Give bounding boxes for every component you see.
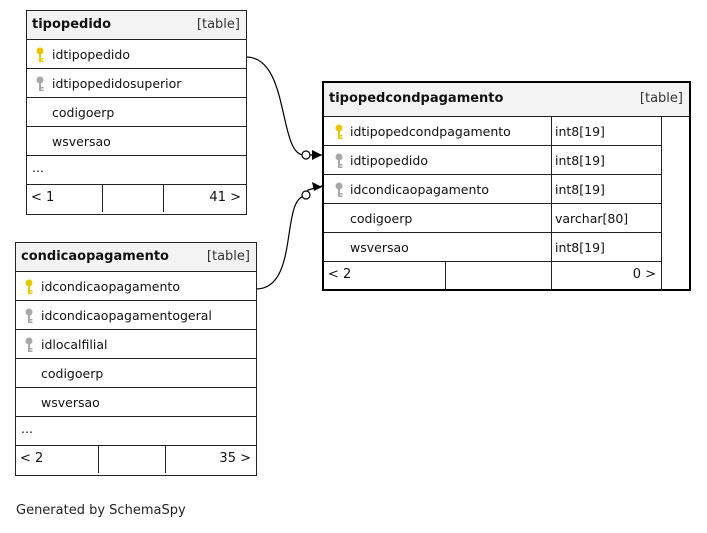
parents-cell[interactable]: < 2 [324,262,445,289]
column-row[interactable]: codigoerp [16,359,256,388]
column-type: int8[19] [555,124,605,139]
column-row[interactable]: idtipopedidosuperior [27,69,246,98]
children-count: 41 > [209,190,241,205]
children-cell[interactable]: 0 > [552,262,661,289]
column-name: idtipopedido [52,47,130,62]
column-name: wsversao [52,134,111,149]
children-count: 0 > [632,267,656,282]
column-row[interactable]: wsversao int8[19] [324,233,661,262]
column-row[interactable]: wsversao [27,127,246,156]
column-name: idtipopedidosuperior [52,76,182,91]
column-row[interactable]: idcondicaopagamentogeral [16,301,256,330]
column-name: codigoerp [350,211,413,226]
column-type: varchar[80] [555,211,629,226]
table-footer: < 1 41 > [27,185,246,212]
type-separator [551,117,552,145]
link-arrowhead [312,150,322,160]
column-name: idcondicaopagamentogeral [41,308,212,323]
column-row[interactable]: idtipopedido int8[19] [324,146,661,175]
table-footer: < 2 35 > [16,446,256,473]
column-name: idlocalfilial [41,337,108,352]
type-separator [551,175,552,203]
column-name: idtipopedcondpagamento [350,124,511,139]
foreign-key-icon [36,76,44,91]
column-row[interactable]: idtipopedcondpagamento int8[19] [324,117,661,146]
link-tipopedido-to-tipopedcondpagamento [245,56,322,156]
column-name: codigoerp [52,105,115,120]
children-count: 35 > [219,451,251,466]
spacer-cell [98,446,166,473]
column-type: int8[19] [555,240,605,255]
foreign-key-icon [25,337,33,352]
parents-cell[interactable]: < 1 [27,185,102,212]
link-arrowhead [312,182,322,191]
link-end-circle [301,150,311,160]
generated-by-label: Generated by SchemaSpy [16,503,186,518]
column-name: idtipopedido [350,153,428,168]
table-kind: [table] [206,249,250,264]
column-type: int8[19] [555,182,605,197]
column-row[interactable]: codigoerp [27,98,246,127]
foreign-key-icon [25,308,33,323]
column-type: int8[19] [555,153,605,168]
link-end-circle [301,190,311,200]
more-columns-row: ... [16,417,256,446]
column-row[interactable]: idtipopedido [27,40,246,69]
column-grid: idtipopedcondpagamento int8[19] idtipope… [324,117,662,291]
spacer-cell [102,185,164,212]
children-cell[interactable]: 41 > [164,185,246,212]
column-row[interactable]: wsversao [16,388,256,417]
foreign-key-icon [335,182,343,197]
type-separator [551,146,552,174]
more-columns: ... [21,421,33,436]
parents-count: < 2 [328,267,352,282]
spacer-cell [445,262,552,289]
column-name: wsversao [41,395,100,410]
table-footer: < 2 0 > [324,262,661,289]
table-name[interactable]: condicaopagamento [21,249,169,264]
key-icon [25,279,33,294]
column-name: wsversao [350,240,409,255]
table-header: tipopedido [table] [27,11,246,40]
column-name: codigoerp [41,366,104,381]
column-name: idcondicaopagamento [41,279,180,294]
column-row[interactable]: idcondicaopagamento [16,272,256,301]
table-kind: [table] [639,91,683,106]
parents-count: < 1 [31,190,55,205]
table-name[interactable]: tipopedido [32,17,112,32]
type-separator [551,233,552,261]
column-row[interactable]: codigoerp varchar[80] [324,204,661,233]
table-name[interactable]: tipopedcondpagamento [329,91,504,106]
type-separator [551,204,552,232]
more-columns: ... [32,160,44,175]
foreign-key-icon [335,153,343,168]
column-row[interactable]: idlocalfilial [16,330,256,359]
table-condicaopagamento[interactable]: condicaopagamento [table] idcondicaopaga… [15,242,257,476]
more-columns-row: ... [27,156,246,185]
table-tipopedcondpagamento[interactable]: tipopedcondpagamento [table] idtipopedco… [322,81,691,291]
children-cell[interactable]: 35 > [166,446,256,473]
table-header: condicaopagamento [table] [16,243,256,272]
column-row[interactable]: idcondicaopagamento int8[19] [324,175,661,204]
table-kind: [table] [196,17,240,32]
table-tipopedido[interactable]: tipopedido [table] idtipopedido idtipope… [26,10,247,215]
parents-count: < 2 [20,451,44,466]
table-header: tipopedcondpagamento [table] [324,83,689,117]
parents-cell[interactable]: < 2 [16,446,98,473]
key-icon [335,124,343,139]
key-icon [36,47,44,62]
column-name: idcondicaopagamento [350,182,489,197]
link-condicaopagamento-to-tipopedcondpagamento [255,185,323,290]
